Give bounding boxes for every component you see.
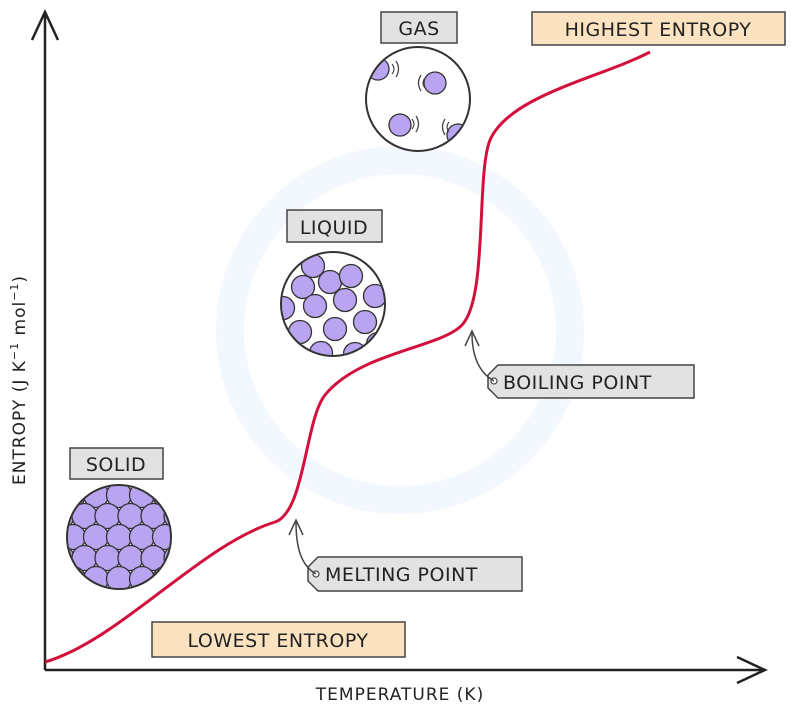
particle (163, 544, 170, 572)
gas-label: GAS (380, 11, 458, 44)
particle (362, 283, 384, 309)
y-axis (30, 9, 60, 670)
particle (68, 565, 87, 588)
particle (187, 462, 212, 487)
particle (365, 331, 384, 355)
particle (68, 544, 75, 572)
boiling-arrow-icon (471, 332, 495, 382)
svg-text:LIQUID: LIQUID (300, 217, 368, 239)
container-circle (280, 251, 386, 357)
liquid-label: LIQUID (286, 209, 383, 243)
motion-line (422, 77, 426, 89)
motion-line (446, 121, 450, 133)
highest-entropy-label: HIGHEST ENTROPY (531, 11, 786, 46)
particle (338, 263, 364, 289)
particle (322, 316, 348, 342)
svg-text:MELTING POINT: MELTING POINT (325, 564, 478, 586)
particle (302, 293, 328, 319)
particle (38, 567, 63, 592)
motion-line (411, 118, 415, 130)
motion-line (391, 63, 395, 75)
particle (282, 336, 291, 355)
particle (187, 504, 212, 529)
y-axis-label: ENTROPY (J K−1 mol−1) (8, 275, 30, 485)
container-circle (66, 484, 172, 590)
particle (352, 309, 378, 335)
gas-particles (365, 46, 471, 152)
particle (176, 525, 201, 550)
particle (423, 71, 447, 95)
motion-line (395, 60, 400, 78)
watermark-logo (216, 146, 584, 514)
x-axis (45, 655, 768, 685)
motion-line (415, 115, 420, 133)
particle (163, 502, 170, 530)
x-axis-label: TEMPERATURE (K) (315, 685, 484, 705)
solid-label: SOLID (69, 447, 164, 480)
svg-text:BOILING POINT: BOILING POINT (503, 372, 652, 394)
particle (446, 123, 469, 147)
lowest-entropy-label: LOWEST ENTROPY (151, 621, 406, 658)
particle (71, 586, 98, 588)
x-axis-arrow-icon (736, 655, 768, 685)
particle (151, 523, 170, 551)
svg-text:HIGHEST ENTROPY: HIGHEST ENTROPY (565, 19, 752, 41)
motion-line (417, 74, 422, 92)
melting-point-tag: MELTING POINT (288, 518, 523, 592)
solid-particles (38, 462, 212, 613)
particle (163, 586, 170, 588)
particle (94, 586, 121, 588)
particle (388, 113, 412, 137)
particle (290, 274, 316, 300)
melting-arrow-icon (295, 521, 317, 575)
particle (332, 287, 358, 313)
particle (287, 319, 313, 345)
motion-line (441, 118, 446, 136)
svg-text:SOLID: SOLID (86, 454, 146, 476)
liquid-particles (280, 251, 386, 357)
container-circle (365, 46, 471, 152)
particle (38, 525, 63, 550)
particle (163, 486, 170, 488)
svg-text:LOWEST ENTROPY: LOWEST ENTROPY (188, 630, 369, 652)
y-axis-arrow-icon (30, 9, 60, 41)
particle (38, 483, 63, 508)
entropy-curve (44, 50, 651, 664)
particle (68, 586, 75, 588)
particle (187, 588, 212, 613)
boiling-point-tag: BOILING POINT (464, 329, 695, 399)
particle (176, 483, 201, 508)
svg-text:GAS: GAS (398, 18, 439, 40)
